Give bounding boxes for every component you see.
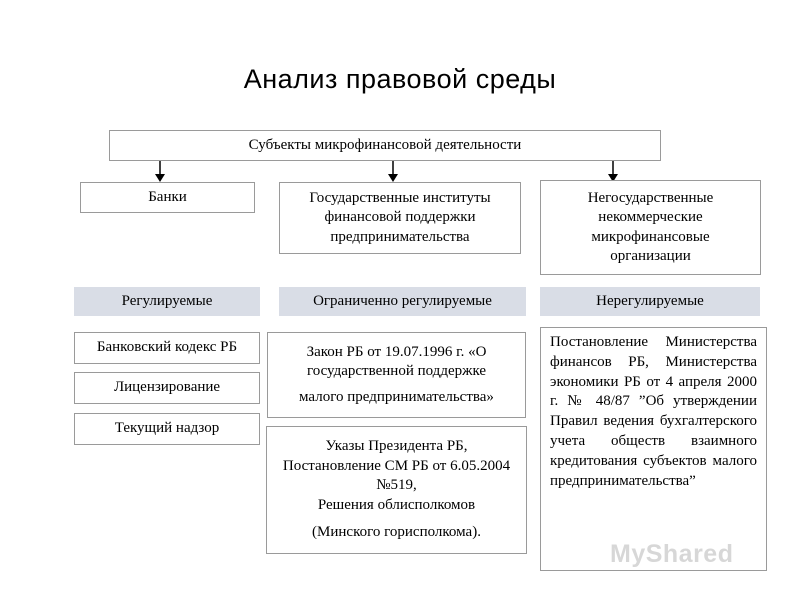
licensing-box: Лицензирование (74, 372, 260, 404)
law-text: Закон РБ от 19.07.1996 г. «О государстве… (306, 343, 487, 380)
resolution-box: Постановление Министерства финансов РБ, … (540, 327, 767, 571)
decrees-text: (Минского горисполкома). (312, 524, 481, 541)
decrees-box: Указы Президента РБ, Постановление СМ РБ… (266, 426, 527, 554)
page-title: Анализ правовой среды (243, 64, 557, 94)
arrow-down-icon (388, 161, 398, 182)
decrees-text: Указы Президента РБ, Постановление СМ РБ… (282, 438, 511, 494)
category-nonprofit-organizations: Негосударственные некоммерческие микрофи… (540, 180, 761, 275)
category-banks: Банки (80, 182, 255, 213)
banking-code-box: Банковский кодекс РБ (74, 332, 260, 364)
category-state-institutions: Государственные институты финансовой под… (279, 182, 521, 254)
supervision-box: Текущий надзор (74, 413, 260, 445)
watermark-logo: MyShared (610, 540, 734, 568)
arrow-down-icon (155, 161, 165, 182)
subjects-box: Субъекты микрофинансовой деятельности (109, 130, 661, 161)
band-limited-regulated: Ограниченно регулируемые (279, 287, 526, 316)
law-text: малого предпринимательства» (299, 388, 494, 405)
band-regulated: Регулируемые (74, 287, 260, 316)
decrees-text: Решения облисполкомов (317, 496, 476, 513)
band-unregulated: Нерегулируемые (540, 287, 760, 316)
arrow-down-icon (608, 161, 618, 182)
law-box: Закон РБ от 19.07.1996 г. «О государстве… (267, 332, 526, 418)
